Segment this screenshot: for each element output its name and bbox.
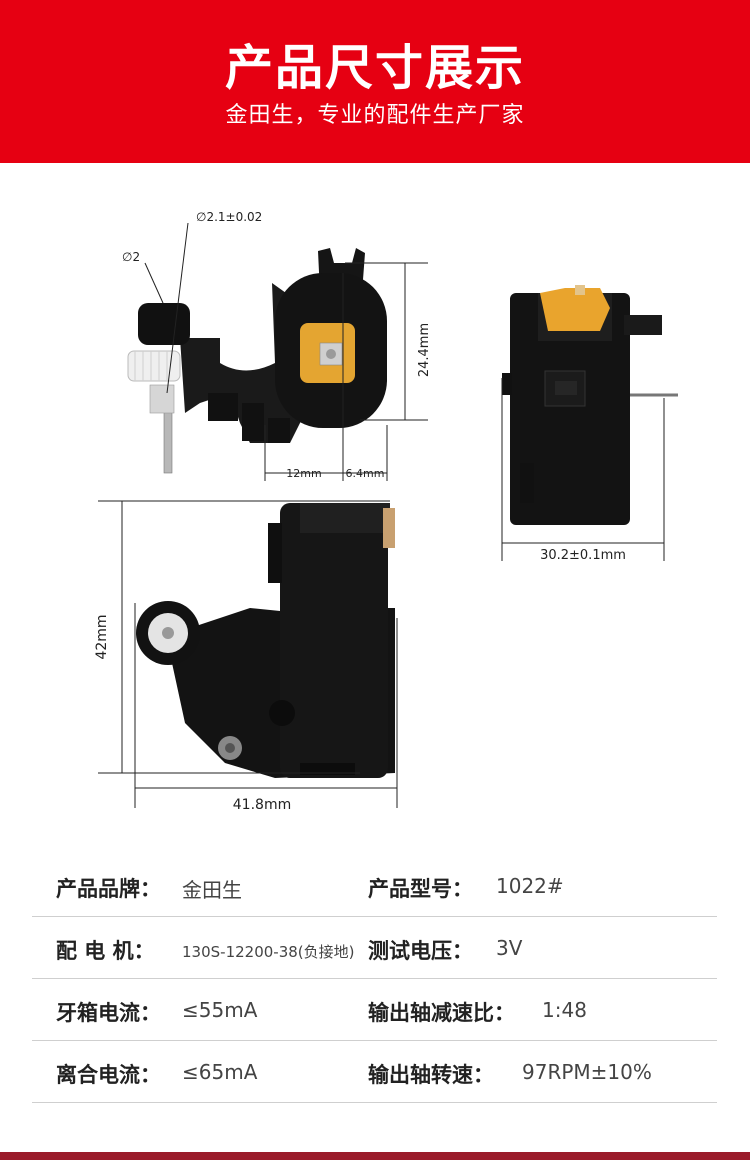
dim-height: 42mm [94,614,110,659]
page-subtitle: 金田生，专业的配件生产厂家 [225,103,525,128]
dim-length: 41.8mm [233,797,291,813]
spec-value: 1022# [496,874,564,898]
dim-width-a: 12mm [286,467,321,480]
header-banner: 产品尺寸展示 金田生，专业的配件生产厂家 [0,0,750,163]
spec-value: 97RPM±10% [522,1060,652,1084]
spec-label: 测试电压： [368,939,473,963]
spec-row: 牙箱电流： ≤55mA 输出轴减速比： 1:48 [32,979,717,1041]
dim-depth: 30.2±0.1mm [540,548,626,563]
spec-label: 输出轴减速比： [368,1001,515,1025]
dim-width-b: 6.4mm [346,467,385,480]
spec-label: 产品品牌： [56,877,161,901]
dim-shaft-diameter: ∅2.1±0.02 [196,210,262,224]
dim-gear-diameter: ∅2 [122,250,140,264]
spec-table: 产品品牌： 金田生 产品型号： 1022# 配 电 机： 130S-12200-… [32,855,717,1103]
spec-row: 产品品牌： 金田生 产品型号： 1022# [32,855,717,917]
spec-value: ≤65mA [182,1060,258,1084]
spec-label: 离合电流： [56,1063,161,1087]
spec-row: 配 电 机： 130S-12200-38(负接地) 测试电压： 3V [32,917,717,979]
page-title: 产品尺寸展示 [224,40,525,96]
dimension-drawing: ∅2.1±0.02 ∅2 24.4mm 12mm 6.4mm 30.2±0.1m… [0,163,750,843]
dim-height-right: 24.4mm [417,323,432,377]
product-view-bottom [136,503,395,778]
spec-value: ≤55mA [182,998,258,1022]
spec-label: 产品型号： [368,877,473,901]
product-view-front [127,248,387,474]
product-view-side [502,285,678,525]
spec-label: 配 电 机： [56,939,155,963]
spec-row: 离合电流： ≤65mA 输出轴转速： 97RPM±10% [32,1041,717,1103]
spec-value: 130S-12200-38(负接地) [182,943,355,961]
spec-value: 1:48 [542,998,587,1022]
spec-value: 金田生 [182,878,242,902]
spec-label: 输出轴转速： [368,1063,494,1087]
spec-value: 3V [496,936,523,960]
bottom-strip [0,1152,750,1160]
spec-label: 牙箱电流： [56,1001,161,1025]
